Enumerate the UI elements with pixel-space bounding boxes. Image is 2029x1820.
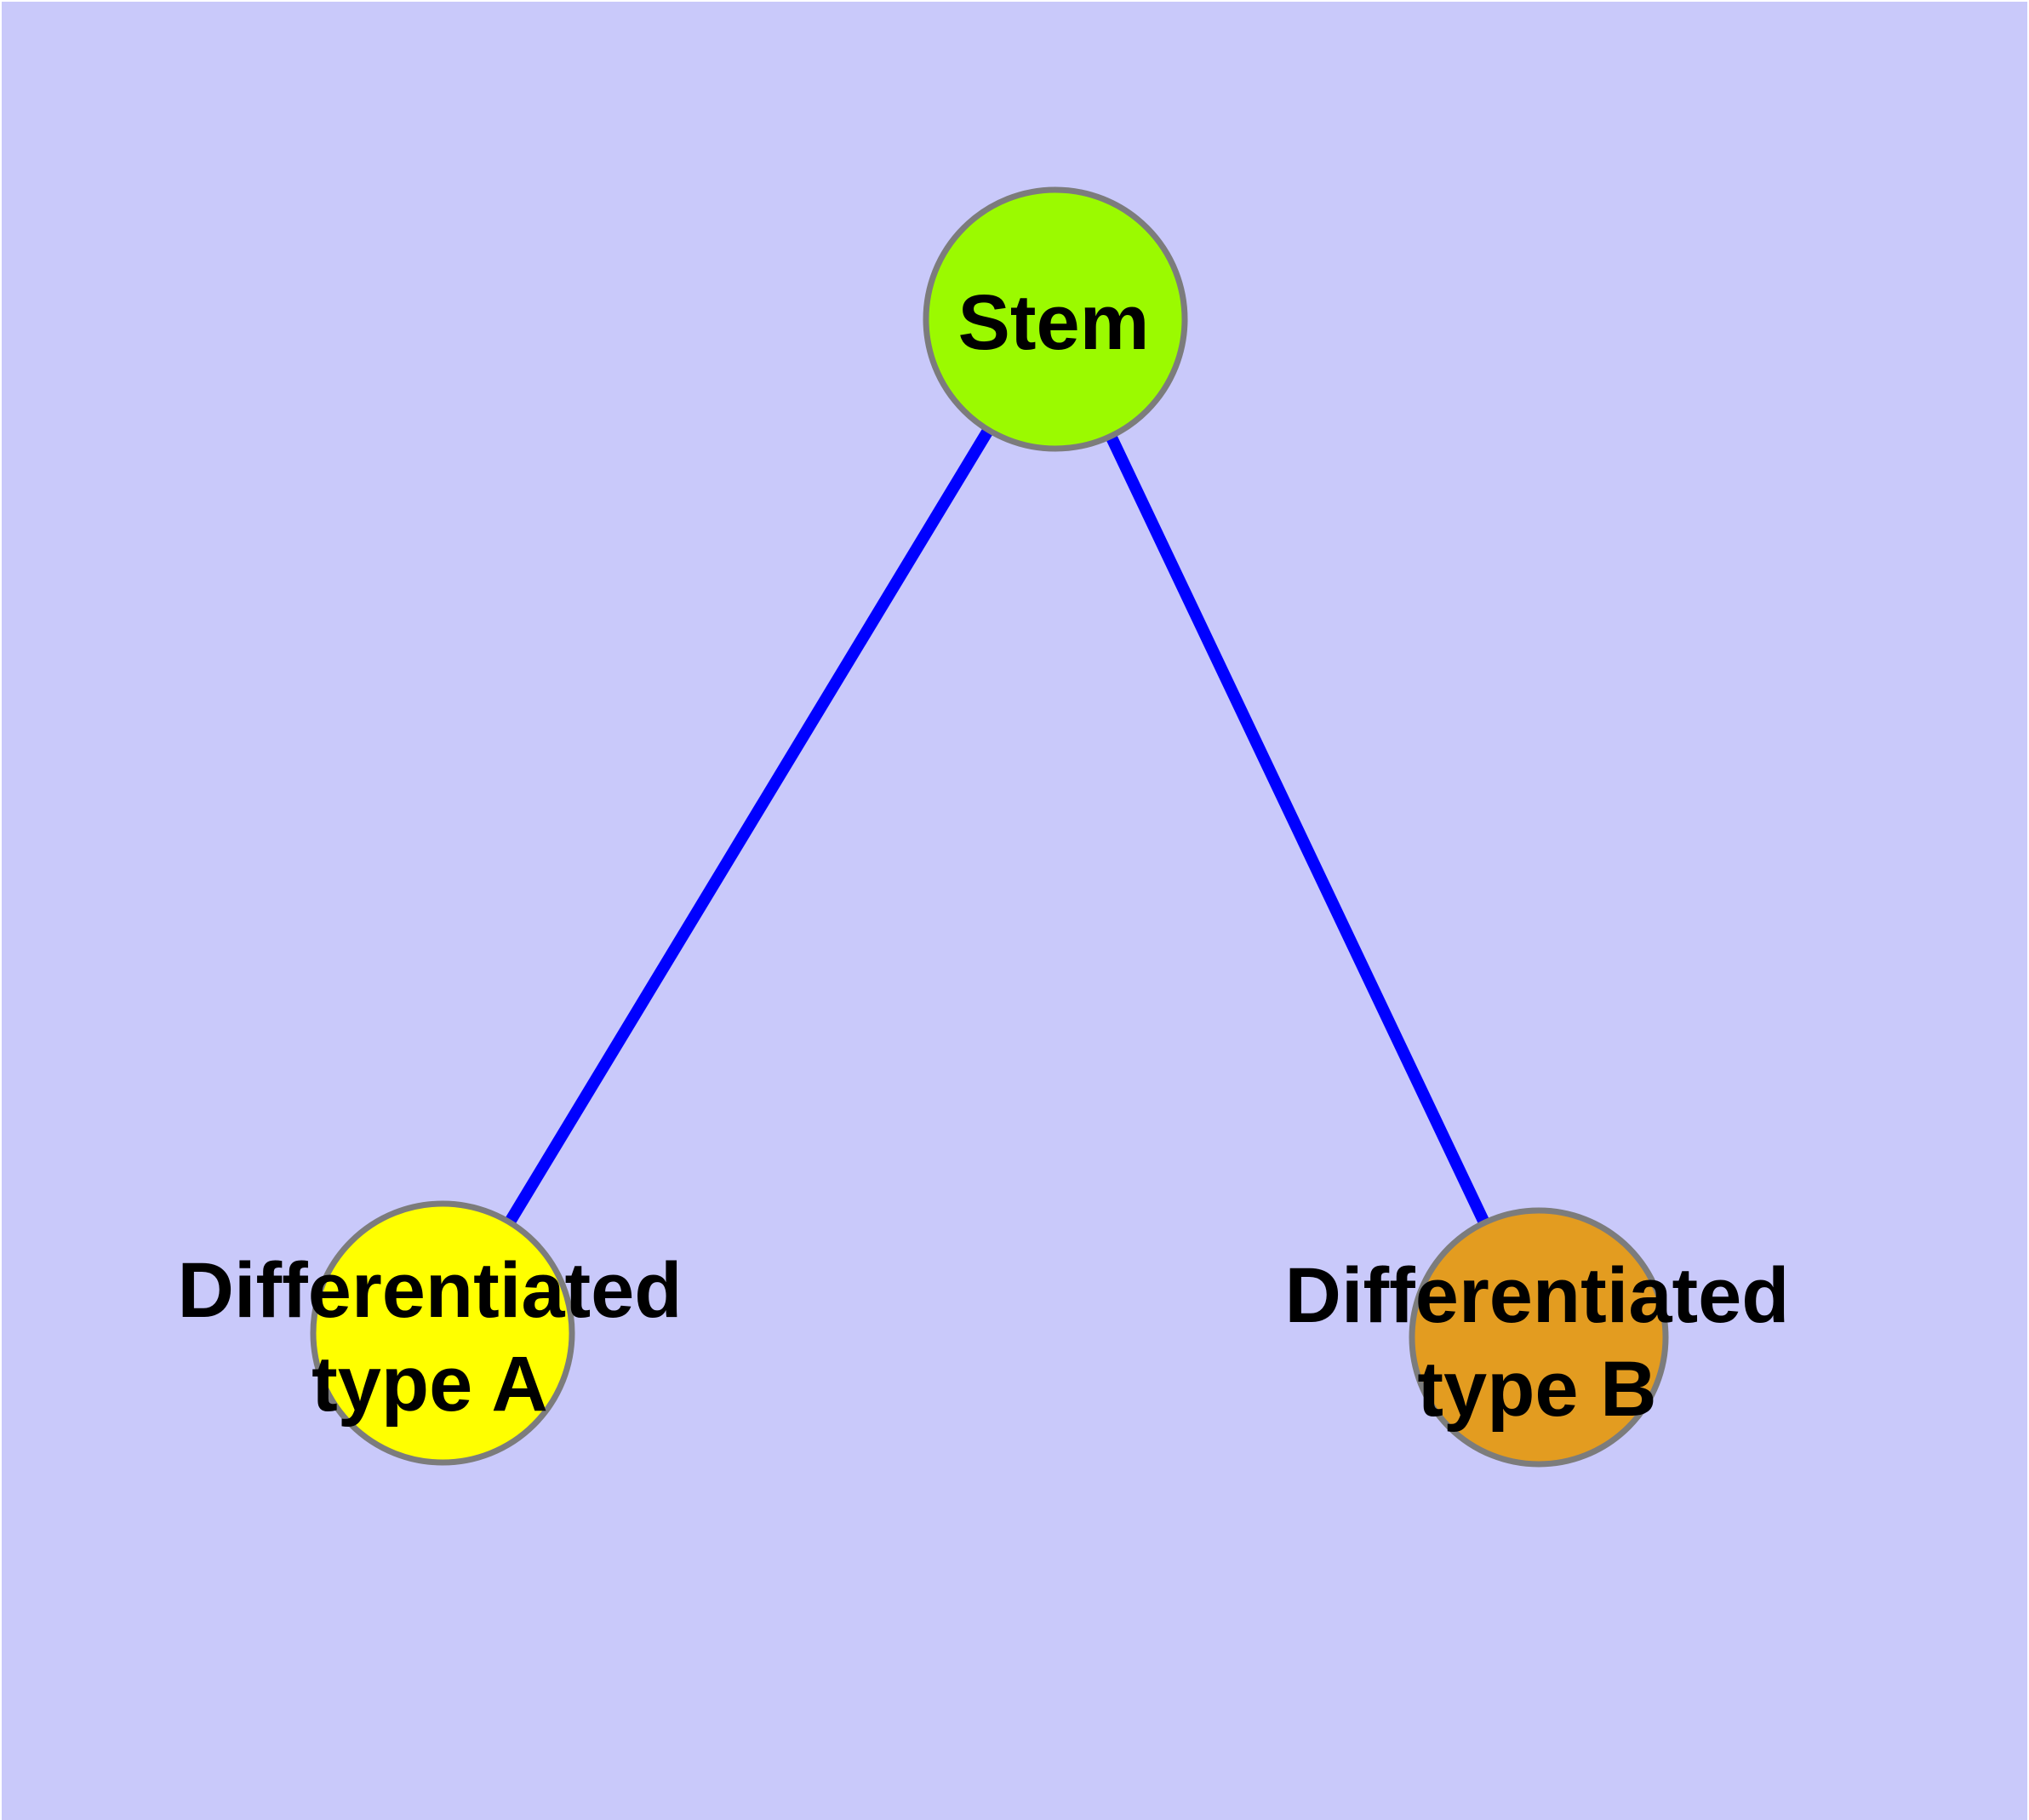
node-differentiated-type-b-circle — [1409, 1207, 1669, 1468]
edge-stem-to-type-b — [1049, 316, 1545, 1341]
edge-stem-to-type-a — [437, 316, 1060, 1336]
node-stem-circle — [923, 186, 1188, 452]
node-stem-label: Stem — [958, 279, 1150, 366]
node-differentiated-type-a-label-line1: Differentiated — [178, 1247, 683, 1334]
node-differentiated-type-b-label-line1: Differentiated — [1285, 1252, 1790, 1339]
node-differentiated-type-b-label-line2: type B — [1417, 1346, 1656, 1433]
node-differentiated-type-a-label-line2: type A — [311, 1341, 548, 1428]
node-differentiated-type-a-circle — [310, 1200, 575, 1466]
